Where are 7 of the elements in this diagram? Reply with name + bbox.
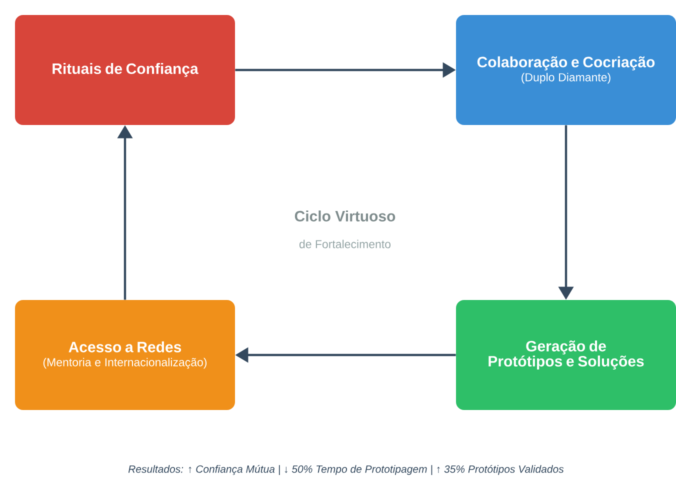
process-box: Acesso a Redes (Mentoria e Internacionalização) <box>15 300 235 410</box>
process-box: Rituais de Confiança <box>15 15 235 125</box>
process-box: Geração de Protótipos e Soluções <box>456 300 676 410</box>
results-note: Resultados: ↑ Confiança Mútua | ↓ 50% Tempo de Prototipagem | ↑ 35% Protótipos Validados <box>128 464 564 476</box>
process-box: Colaboração e Cocriação (Duplo Diamante) <box>456 15 676 125</box>
center-title: Ciclo Virtuoso <box>294 210 396 222</box>
center-subtitle: de Fortalecimento <box>299 240 391 248</box>
